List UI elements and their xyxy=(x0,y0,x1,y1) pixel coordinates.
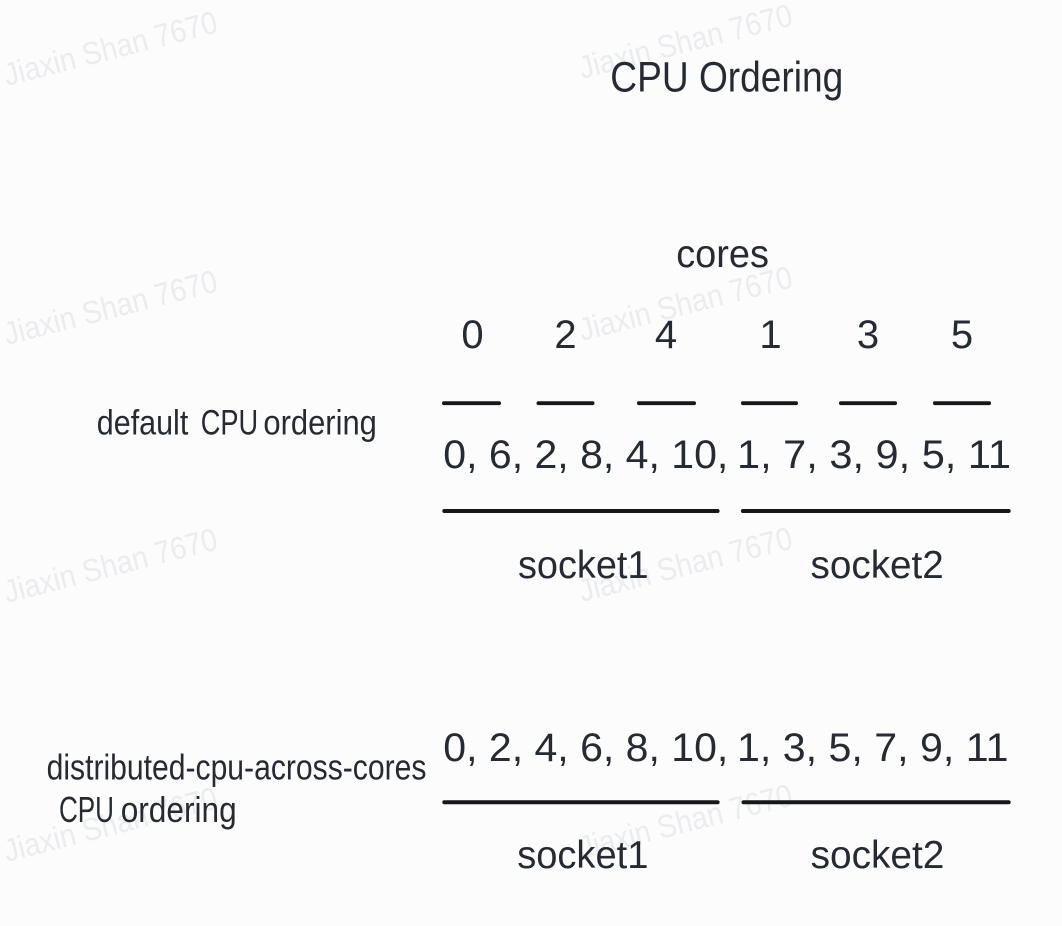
svg-text:Jiaxin Shan 7670: Jiaxin Shan 7670 xyxy=(0,4,221,93)
svg-text:socket2: socket2 xyxy=(811,834,945,877)
svg-text:CPU Ordering: CPU Ordering xyxy=(610,54,843,101)
svg-text:socket1: socket1 xyxy=(518,544,649,587)
svg-text:0: 0 xyxy=(461,313,483,357)
svg-text:default: default xyxy=(97,404,189,443)
svg-text:1, 3, 5, 7, 9, 11: 1, 3, 5, 7, 9, 11 xyxy=(737,726,1009,770)
svg-text:ordering: ordering xyxy=(263,404,377,443)
svg-text:0, 2, 4, 6, 8, 10,: 0, 2, 4, 6, 8, 10, xyxy=(443,726,728,770)
svg-text:1: 1 xyxy=(759,313,781,357)
svg-text:socket1: socket1 xyxy=(517,834,648,877)
svg-text:ordering: ordering xyxy=(121,789,237,830)
svg-text:4: 4 xyxy=(655,313,677,357)
svg-text:0, 6, 2, 8, 4, 10,: 0, 6, 2, 8, 4, 10, xyxy=(443,433,728,477)
svg-text:Jiaxin Shan 7670: Jiaxin Shan 7670 xyxy=(0,263,221,352)
svg-text:2: 2 xyxy=(554,313,576,357)
svg-text:CPU: CPU xyxy=(201,404,258,443)
svg-text:3: 3 xyxy=(857,313,879,357)
svg-text:cores: cores xyxy=(676,233,769,276)
svg-text:distributed-cpu-across-cores: distributed-cpu-across-cores xyxy=(47,747,427,788)
svg-text:socket2: socket2 xyxy=(811,544,944,587)
svg-text:1, 7, 3, 9, 5, 11: 1, 7, 3, 9, 5, 11 xyxy=(737,433,1011,477)
svg-text:Jiaxin Shan 7670: Jiaxin Shan 7670 xyxy=(0,521,221,610)
svg-text:5: 5 xyxy=(951,313,973,357)
svg-text:CPU: CPU xyxy=(59,789,114,830)
